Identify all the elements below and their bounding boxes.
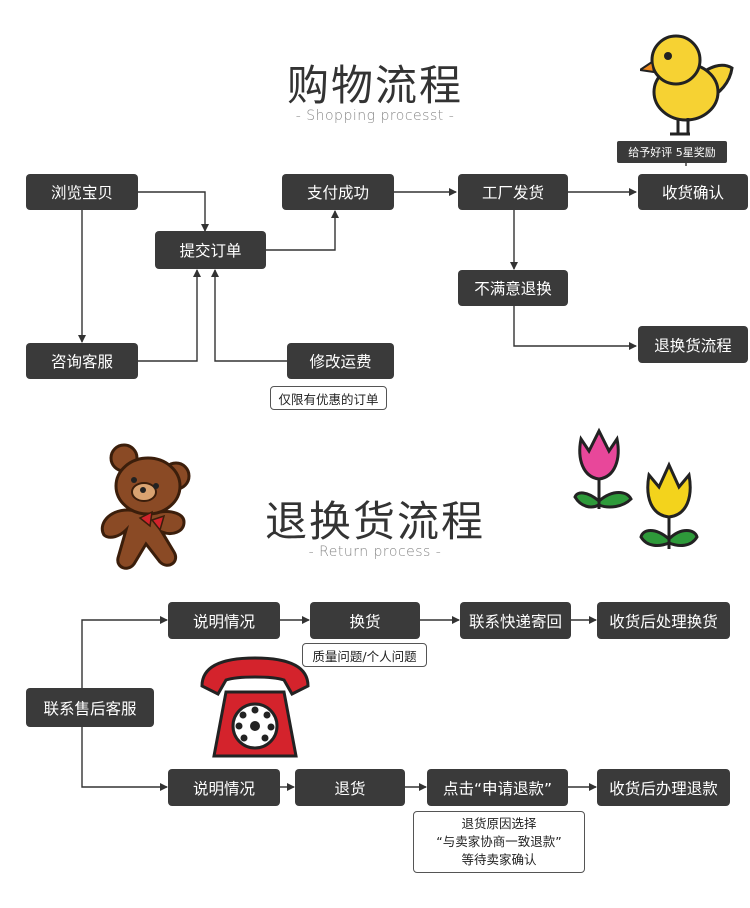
note-refund-line3: 等待卖家确认 <box>461 852 537 867</box>
step-ship: 工厂发货 <box>458 174 568 210</box>
line-submit-pay <box>266 210 339 251</box>
line-contact-explain-bottom <box>81 727 168 791</box>
step-refund: 退货 <box>295 769 405 806</box>
returns-subtitle: - Return process - <box>308 544 442 560</box>
badge-rating: 给予好评 5星奖励 <box>617 141 727 163</box>
step-explain-bottom: 说明情况 <box>168 769 280 806</box>
note-refund-line1: 退货原因选择 <box>461 816 537 831</box>
step-pay: 支付成功 <box>282 174 394 210</box>
step-express-back: 联系快递寄回 <box>460 602 571 639</box>
bird-icon <box>640 34 734 136</box>
shopping-title: 购物流程 <box>286 61 463 110</box>
step-explain-top: 说明情况 <box>168 602 280 639</box>
step-contact-service: 联系售后客服 <box>26 688 154 727</box>
line-browse-submit <box>138 191 209 232</box>
shopping-subtitle: - Shopping processt - <box>295 108 455 124</box>
telephone-icon <box>200 656 310 758</box>
step-exchange: 换货 <box>310 602 420 639</box>
step-after-exchange: 收货后处理换货 <box>597 602 730 639</box>
bear-icon <box>100 443 191 570</box>
returns-title: 退换货流程 <box>264 497 485 546</box>
line-modify-submit <box>211 269 287 362</box>
line-contact-explain-top <box>81 616 168 688</box>
line-consult-submit <box>138 269 201 362</box>
tulip-icon <box>573 427 699 549</box>
note-fee-only: 仅限有优惠的订单 <box>270 386 387 410</box>
note-refund-line2: “与卖家协商一致退款” <box>436 834 562 849</box>
step-return-flow: 退换货流程 <box>638 326 748 363</box>
step-after-refund: 收货后办理退款 <box>597 769 730 806</box>
line-unsatisfied-return <box>513 306 637 350</box>
step-submit: 提交订单 <box>155 231 266 269</box>
step-unsatisfied: 不满意退换 <box>458 270 568 306</box>
note-refund-reason: 退货原因选择 “与卖家协商一致退款” 等待卖家确认 <box>413 811 585 873</box>
note-quality: 质量问题/个人问题 <box>302 643 427 667</box>
step-confirm: 收货确认 <box>638 174 748 210</box>
step-modify-fee: 修改运费 <box>287 343 394 379</box>
step-consult: 咨询客服 <box>26 343 138 379</box>
step-click-apply: 点击“申请退款” <box>427 769 568 806</box>
step-browse: 浏览宝贝 <box>26 174 138 210</box>
